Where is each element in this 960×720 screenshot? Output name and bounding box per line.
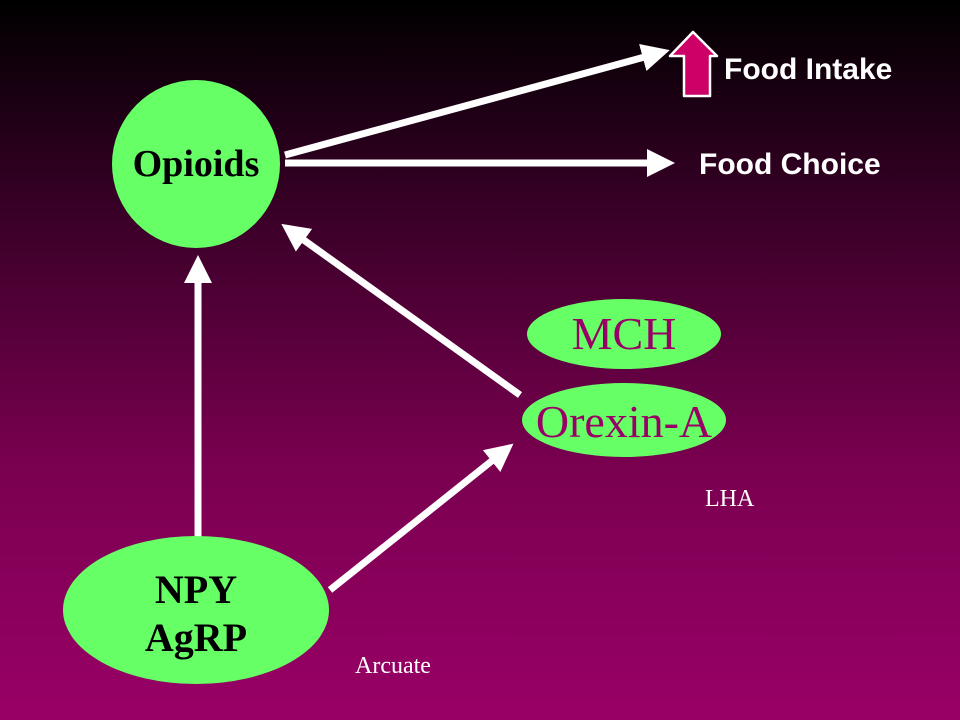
opioids-label: Opioids [132, 143, 260, 185]
orexin-node [522, 383, 726, 457]
npy-agrp-node [63, 536, 329, 684]
arrow-orexin-to-opioids [281, 223, 523, 398]
mch-node [527, 299, 721, 369]
food-choice-label: Food Choice [699, 148, 881, 181]
arrow-npy-to-orexin [327, 443, 514, 593]
npy-label: NPY [154, 567, 238, 612]
arrow-opioids-to-food-intake [284, 44, 670, 159]
opioids-node [112, 80, 280, 248]
lha-region-label: LHA [705, 486, 755, 512]
agrp-label: AgRP [144, 615, 248, 660]
up-arrow-icon [668, 30, 719, 98]
food-intake-label: Food Intake [724, 53, 893, 86]
mch-label: MCH [571, 308, 677, 359]
arcuate-region-label: Arcuate [355, 653, 431, 679]
orexin-label: Orexin-A [535, 396, 713, 447]
